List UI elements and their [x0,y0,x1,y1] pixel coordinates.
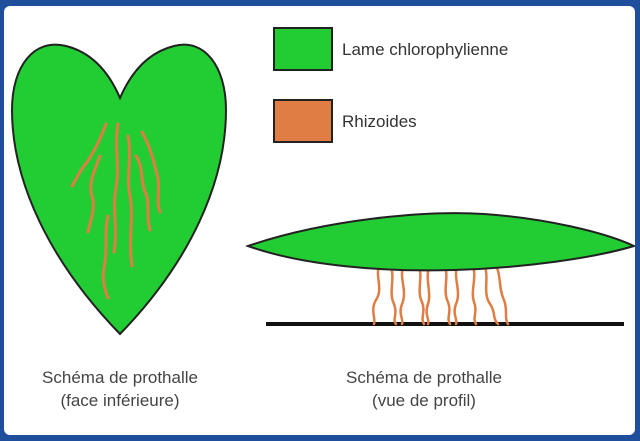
legend-swatch-blade [274,28,332,70]
rhizoids-profile [373,262,508,324]
rhizoid [444,264,450,324]
caption-face-line2: (face inférieure) [20,389,220,412]
legend-label-rhizoid: Rhizoides [342,112,417,132]
prothallus-blade-face [12,45,226,334]
caption-face-view: Schéma de prothalle (face inférieure) [20,366,220,412]
caption-profile-line2: (vue de profil) [324,389,524,412]
caption-profile-line1: Schéma de prothalle [324,366,524,389]
rhizoid [484,264,498,324]
rhizoid [373,264,380,324]
diagram-panel: Lame chlorophylienne Rhizoides Schéma de… [4,6,635,435]
rhizoid [472,264,476,324]
rhizoid [455,264,458,324]
legend-label-blade: Lame chlorophylienne [342,40,508,60]
rhizoid [401,264,404,324]
caption-face-line1: Schéma de prothalle [20,366,220,389]
caption-profile-view: Schéma de prothalle (vue de profil) [324,366,524,412]
prothallus-blade-profile [248,213,634,270]
legend-swatch-rhizoid [274,100,332,142]
rhizoid [418,264,424,324]
rhizoid [494,262,508,324]
rhizoid [390,264,396,324]
rhizoid [427,264,430,324]
